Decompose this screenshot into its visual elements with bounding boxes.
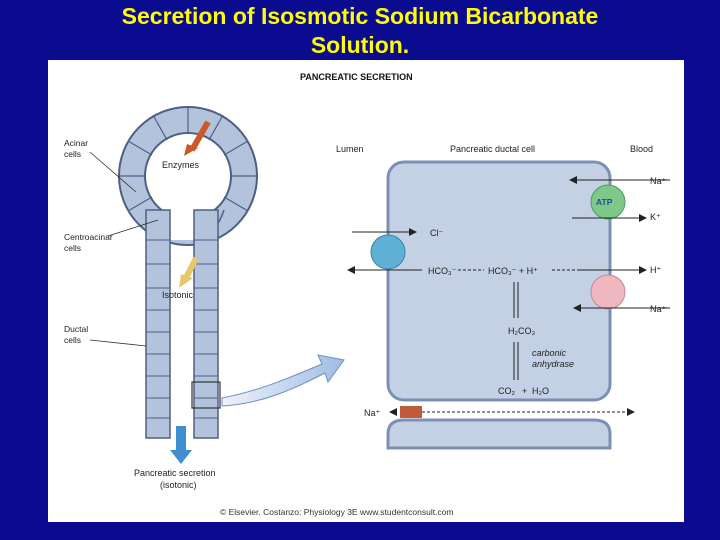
na-plus-exchange-label: Na⁺: [650, 304, 667, 314]
pancreatic-secretion-isotonic-label: (isotonic): [160, 480, 197, 490]
cl-channel: [370, 234, 406, 270]
zoom-in-arrow: [221, 354, 345, 407]
acinar-cells-label-line-2: cells: [64, 149, 81, 159]
ductal-cells-label-line-2: cells: [64, 335, 81, 345]
figure-heading: PANCREATIC SECRETION: [300, 72, 413, 82]
centroacinar-cells-label-line-1: Centroacinar: [64, 232, 113, 242]
ductal-cell-label: Pancreatic ductal cell: [450, 144, 535, 154]
slide-title: Secretion of Isosmotic Sodium Bicarbonat…: [0, 2, 720, 60]
na-paracellular-label: Na⁺: [364, 408, 381, 418]
enzyme-secretion-arrow: [184, 120, 211, 156]
h-plus-blood-label: H⁺: [650, 265, 661, 275]
lumen-label: Lumen: [336, 144, 364, 154]
hco3-lumen-label: HCO₃⁻: [428, 266, 457, 276]
cl-minus-label: Cl⁻: [430, 228, 443, 238]
figure-credit: © Elsevier. Costanzo: Physiology 3E www.…: [220, 507, 454, 517]
isotonic-inner-label: Isotonic: [162, 290, 194, 300]
carbonic-anhydrase-label-line-1: carbonic: [532, 348, 567, 358]
acinar-leader-line: [89, 151, 137, 193]
isotonic-fluid-arrow: [179, 256, 199, 288]
na-k-atpase-pump: [590, 184, 626, 220]
enzymes-label: Enzymes: [162, 160, 200, 170]
reaction-arrows-lower: [513, 342, 519, 380]
centroacinar-cells-label-line-2: cells: [64, 243, 81, 253]
na-plus-top-label: Na⁺: [650, 176, 667, 186]
blood-label: Blood: [630, 144, 653, 154]
pancreatic-secretion-arrow: [170, 426, 192, 464]
ductal-leader-line: [89, 339, 147, 347]
duct-wall-left: [145, 209, 171, 439]
atp-label: ATP: [596, 197, 613, 207]
acinar-cells-label-line-1: Acinar: [64, 138, 88, 148]
pancreatic-secretion-label: Pancreatic secretion: [134, 468, 216, 478]
ductal-cell: [386, 160, 612, 450]
reaction-arrows-upper: [513, 282, 519, 318]
acinus-ring: [118, 106, 258, 246]
slide-title-line-1: Secretion of Isosmotic Sodium Bicarbonat…: [121, 3, 599, 29]
slide-title-line-2: Solution.: [310, 32, 410, 58]
plus-sign: +: [522, 386, 527, 396]
carbonic-anhydrase-label-line-2: anhydrase: [532, 359, 574, 369]
na-h-exchanger: [590, 274, 626, 310]
pancreatic-secretion-figure: PANCREATIC SECRETION: [48, 60, 684, 522]
co2-label: CO₂: [498, 386, 516, 396]
h2o-label: H₂O: [532, 386, 549, 396]
hco3-h-inner-label: HCO₃⁻ + H⁺: [488, 266, 538, 276]
tight-junction: [400, 406, 422, 418]
duct-wall-right: [191, 209, 221, 439]
k-plus-label: K⁺: [650, 212, 661, 222]
centroacinar-leader-line: [107, 219, 159, 237]
h2co3-label: H₂CO₃: [508, 326, 535, 336]
ductal-cells-label-line-1: Ductal: [64, 324, 88, 334]
